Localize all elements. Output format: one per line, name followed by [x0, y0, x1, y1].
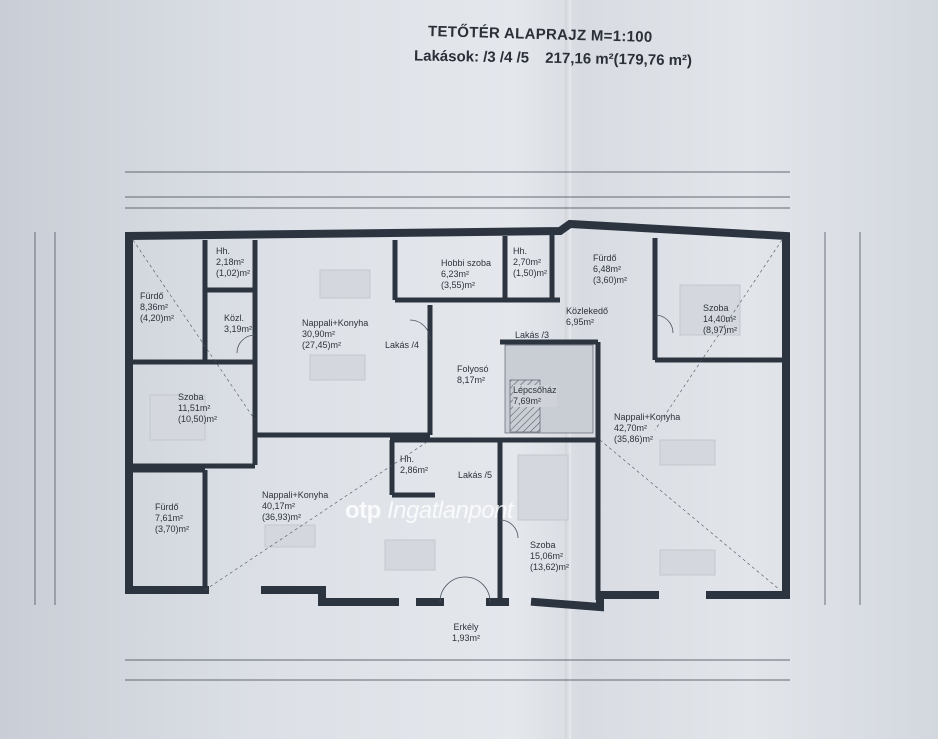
room-hh-5: Hh.2,86m² — [400, 454, 429, 475]
walls — [125, 219, 790, 612]
apartment-label-4: Lakás /4 — [385, 340, 420, 350]
interior-walls — [133, 232, 782, 600]
watermark: otp Ingatlanpont — [345, 497, 514, 524]
room-hh-4: Hh.2,18m²(1,02)m² — [216, 246, 251, 278]
furniture — [149, 269, 741, 576]
room-hh-3: Hh.2,70m²(1,50)m² — [513, 246, 548, 278]
apartment-label-3: Lakás /3 — [515, 330, 550, 340]
roof-lines — [132, 239, 783, 591]
door-swings — [236, 314, 674, 603]
dimension-lines — [34, 171, 861, 681]
room-kozl-4: Közl.3,19m² — [224, 313, 253, 334]
apartment-label-5: Lakás /5 — [458, 470, 493, 480]
